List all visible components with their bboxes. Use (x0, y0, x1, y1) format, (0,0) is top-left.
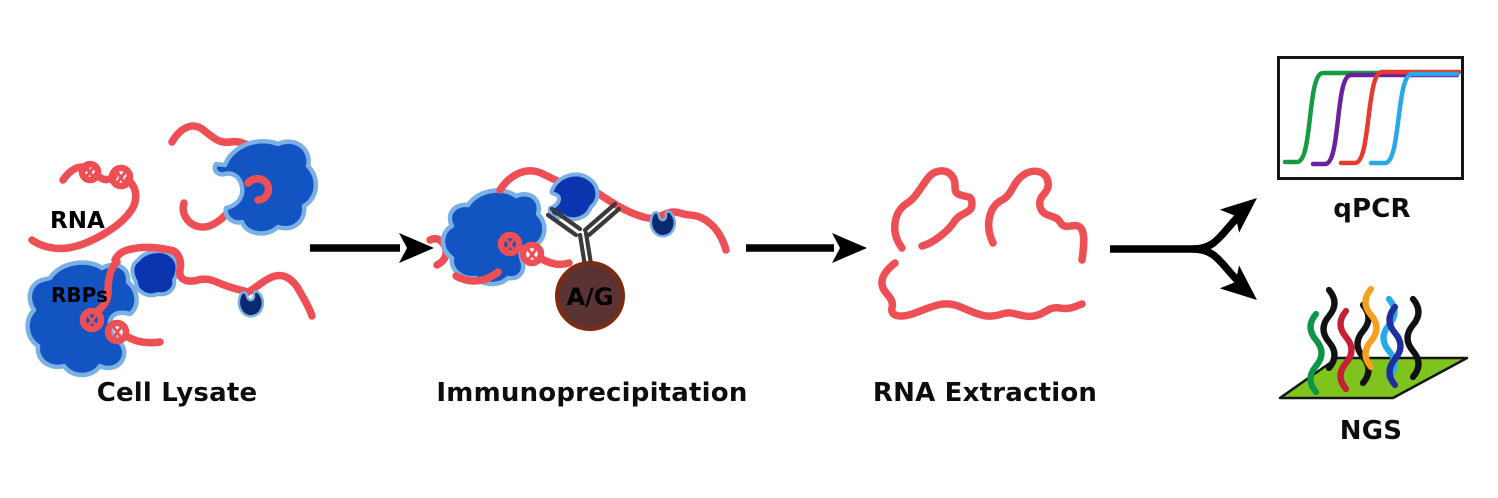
rna-loop-hatch (525, 246, 539, 263)
rbp-rna-complex-top (168, 122, 318, 236)
rna-strand (122, 332, 164, 347)
ngs-flowcell-icon (1278, 285, 1469, 400)
rna-strand (28, 176, 140, 253)
qpcr-curve-1 (1282, 70, 1460, 165)
stage-label-cell-lysate: Cell Lysate (96, 378, 258, 408)
rna-extraction-illustration (878, 167, 1088, 321)
rna-loop (519, 241, 545, 267)
stage-label-ngs: NGS (1339, 416, 1403, 446)
rna-loop (79, 307, 105, 333)
rna-label: RNA (50, 208, 105, 234)
ngs-dna-strands (1307, 285, 1422, 396)
ngs-strand-2 (1320, 286, 1338, 372)
rbp-rna-complex-bottom (25, 243, 316, 378)
rna-loop (78, 160, 102, 184)
rna-strand-in-pocket (244, 175, 273, 204)
rna-loop-hatch (114, 168, 128, 186)
arrow-head (399, 233, 434, 263)
stage-label-rna-extraction: RNA Extraction (872, 378, 1098, 408)
qpcr-curve-2 (1310, 72, 1460, 167)
rna-loop (104, 319, 130, 345)
rna-strand (92, 258, 121, 316)
ip-complex (426, 167, 730, 287)
antibody-stem (577, 230, 594, 269)
cell-lysate-illustration: RNA RBPs (25, 122, 318, 378)
ngs-strand-4 (1354, 301, 1372, 387)
arrow-head (832, 233, 867, 263)
antibody (545, 201, 622, 269)
bead-label: A/G (566, 283, 613, 311)
qpcr-curve-4 (1368, 71, 1460, 166)
rna-loop-hatch (110, 323, 124, 341)
ngs-strand-1 (1307, 310, 1325, 396)
qpcr-amplification-curves (1282, 69, 1462, 167)
branch-lower-curve (1192, 245, 1244, 287)
rna-loop-hatch (83, 164, 96, 180)
ngs-strand-7 (1386, 303, 1404, 389)
free-rna-molecule (28, 160, 140, 253)
rna-strand (891, 167, 976, 252)
immunoprecipitation-illustration: A/G (426, 167, 730, 331)
qpcr-plot-icon (1277, 56, 1464, 180)
rna-strand (984, 167, 1088, 264)
arrow-branch-to-analysis (1110, 198, 1257, 300)
rna-strand (179, 199, 234, 231)
ngs-strand-5 (1362, 285, 1380, 371)
rna-strand-long (496, 167, 730, 254)
branch-upper-head (1219, 198, 1257, 233)
rna-strand (878, 259, 1086, 321)
rbp-protein-large (440, 188, 547, 287)
ngs-strand-3 (1337, 307, 1355, 393)
bead-circle (555, 261, 625, 331)
ngs-strand-8 (1404, 295, 1422, 381)
stage-label-qpcr: qPCR (1333, 194, 1411, 224)
protein-ag-bead: A/G (555, 261, 625, 331)
rna-loop-hatch (85, 312, 99, 329)
rbps-label: RBPs (51, 283, 108, 307)
rna-loop (497, 231, 523, 257)
rna-loop-hatch (503, 236, 517, 253)
stage-label-immunoprecipitation: Immunoprecipitation (436, 378, 748, 408)
qpcr-curve-3 (1338, 69, 1462, 166)
arrow-ip-to-extraction (746, 233, 867, 263)
rna-strand (536, 254, 573, 269)
antibody-right-arm (582, 201, 622, 238)
antibody-left-arm (545, 206, 583, 238)
purified-rna (878, 167, 1088, 321)
rbp-protein-medium (130, 249, 180, 298)
branch-upper-curve (1192, 211, 1244, 253)
small-protein (649, 210, 677, 238)
rna-strand-long (111, 243, 316, 320)
branch-lower-head (1219, 265, 1257, 300)
arrow-lysate-to-ip (310, 233, 434, 263)
rna-strand (452, 268, 502, 285)
small-protein (237, 290, 265, 318)
